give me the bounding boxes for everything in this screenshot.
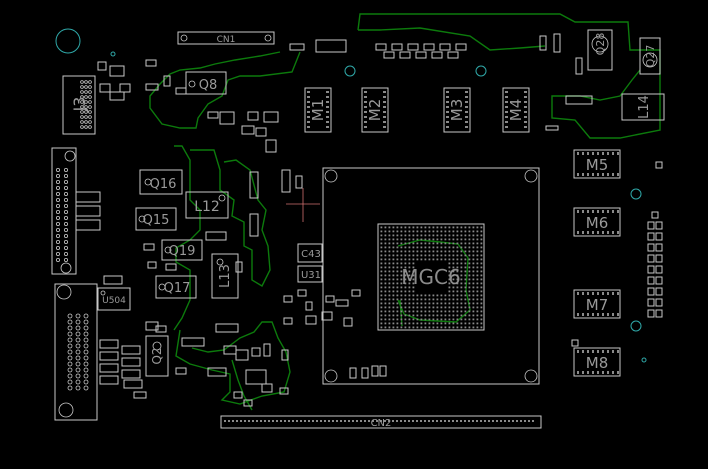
- connector-vga[interactable]: [54, 283, 141, 421]
- q16-label: Q16: [150, 177, 177, 192]
- q27-label: Q27: [644, 45, 657, 68]
- component-q8[interactable]: Q8: [185, 71, 227, 95]
- memory-chip-m1[interactable]: M1: [304, 87, 332, 133]
- m5-label: M5: [586, 156, 609, 174]
- via: [641, 357, 647, 363]
- component-c43[interactable]: C43: [297, 243, 323, 263]
- component-q28[interactable]: Q28: [587, 29, 613, 71]
- component-u31[interactable]: U31: [297, 265, 323, 283]
- via: [110, 51, 116, 57]
- gpu-package[interactable]: MGC6: [322, 167, 540, 385]
- u31-label: U31: [301, 270, 321, 281]
- u504-label: U504: [102, 296, 126, 306]
- q17-label: Q17: [164, 281, 191, 296]
- l12-label: L12: [194, 199, 220, 215]
- smd-column-right: [647, 161, 663, 318]
- via: [630, 188, 642, 200]
- component-u504[interactable]: U504: [97, 287, 131, 311]
- connector-dvi[interactable]: [51, 147, 101, 275]
- mounting-hole: [55, 28, 81, 54]
- cursor-crosshair: [286, 188, 320, 222]
- memory-chip-m7[interactable]: M7: [573, 289, 621, 319]
- m6-label: M6: [586, 214, 609, 232]
- memory-chip-m6[interactable]: M6: [573, 207, 621, 237]
- m1-label: M1: [309, 99, 327, 122]
- memory-chip-m2[interactable]: M2: [361, 87, 389, 133]
- q28-label: Q28: [594, 33, 607, 56]
- cn1-label: CN1: [217, 35, 236, 45]
- via: [630, 320, 642, 332]
- m4-label: M4: [507, 99, 525, 122]
- q8-label: Q8: [199, 78, 218, 93]
- memory-chip-m3[interactable]: M3: [443, 87, 471, 133]
- smd-row-top: [289, 33, 583, 77]
- memory-chip-m5[interactable]: M5: [573, 149, 621, 179]
- l14-label: L14: [637, 95, 652, 119]
- q2-label: Q2: [150, 347, 164, 364]
- j3-label: J3: [70, 97, 89, 113]
- m7-label: M7: [586, 296, 609, 314]
- component-q27[interactable]: Q27: [639, 37, 661, 75]
- mgc6-label: MGC6: [401, 265, 460, 289]
- component-q2[interactable]: Q2: [145, 335, 169, 377]
- component-q16[interactable]: Q16: [139, 169, 183, 195]
- cn2-label: CN2: [371, 418, 392, 429]
- m8-label: M8: [586, 354, 609, 372]
- connector-cn2[interactable]: CN2: [220, 415, 542, 429]
- q19-label: Q19: [169, 244, 196, 259]
- q15-label: Q15: [143, 213, 170, 228]
- smd-cluster-j3: [97, 61, 159, 101]
- connector-j3[interactable]: J3: [62, 75, 96, 135]
- memory-chip-m4[interactable]: M4: [502, 87, 530, 133]
- m3-label: M3: [448, 99, 466, 122]
- component-q15[interactable]: Q15: [135, 207, 177, 231]
- component-q17[interactable]: Q17: [155, 275, 197, 299]
- copper-traces: [149, 13, 661, 411]
- memory-chip-m8[interactable]: M8: [573, 347, 621, 377]
- c43-label: C43: [301, 249, 321, 260]
- m2-label: M2: [366, 99, 384, 122]
- memory-chips-top[interactable]: M1 M2 M3 M4: [304, 87, 530, 133]
- component-l13[interactable]: L13: [211, 253, 239, 299]
- component-l14[interactable]: L14: [565, 93, 665, 121]
- component-q19[interactable]: Q19: [161, 239, 203, 261]
- component-l12[interactable]: L12: [185, 191, 229, 219]
- smd-scatter: [103, 59, 579, 407]
- connector-cn1[interactable]: CN1: [177, 31, 275, 45]
- l13-label: L13: [218, 264, 233, 288]
